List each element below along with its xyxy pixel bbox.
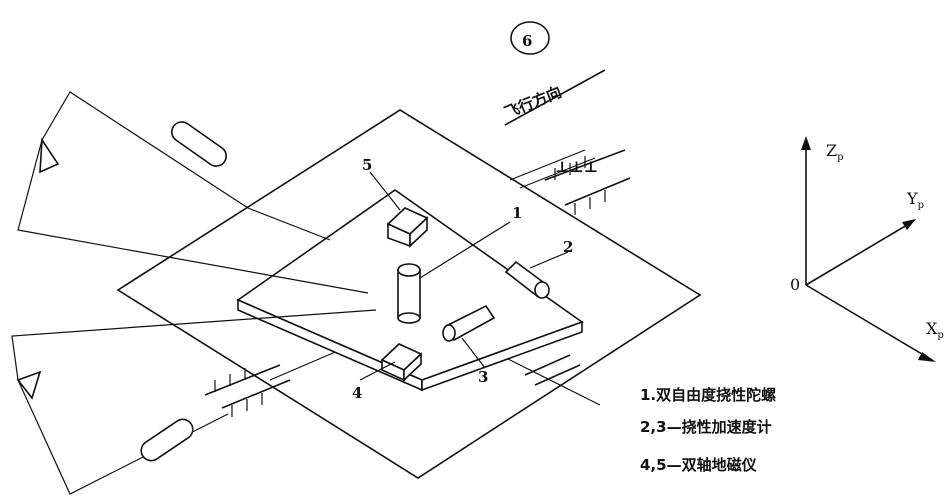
gyro-1: 1	[397, 204, 522, 324]
flight-direction-label: 飞行方向	[502, 83, 564, 122]
label-5: 5	[362, 156, 372, 174]
upper-cable	[17, 91, 369, 294]
accelerometer-2: 2	[504, 238, 573, 299]
axis-z-label: Zp	[826, 141, 844, 163]
legend-item-1: 1.双自由度挠性陀螺	[640, 386, 776, 404]
legend: 1.双自由度挠性陀螺 2,3—挠性加速度计 4,5—双轴地磁仪	[640, 386, 776, 474]
left-gimbal-axis	[204, 349, 341, 417]
label-2: 2	[563, 238, 573, 256]
coordinate-axes: 0 Zp Yp Xp	[790, 136, 944, 362]
label-3: 3	[478, 368, 488, 386]
lower-cable	[11, 309, 377, 495]
legend-item-2: 2,3—挠性加速度计	[640, 418, 772, 436]
magnetometer-4: 4	[352, 343, 423, 402]
figure-number: 6	[522, 32, 532, 50]
axis-x-label: Xp	[926, 319, 944, 341]
label-4: 4	[352, 384, 362, 402]
figure-number-badge: 6	[510, 21, 550, 55]
axis-origin: 0	[790, 275, 800, 294]
outer-frame	[116, 109, 702, 479]
axis-y-label: Yp	[906, 189, 924, 211]
flight-direction-line	[504, 69, 606, 126]
accelerometer-3: 3	[442, 304, 496, 386]
legend-item-3: 4,5—双轴地磁仪	[640, 456, 758, 474]
magnetometer-5: 5	[362, 156, 429, 248]
right-gimbal-axis: ⊥⊥⊥	[509, 149, 631, 215]
svg-text:⊥⊥⊥: ⊥⊥⊥	[555, 158, 598, 176]
label-1: 1	[512, 204, 522, 222]
